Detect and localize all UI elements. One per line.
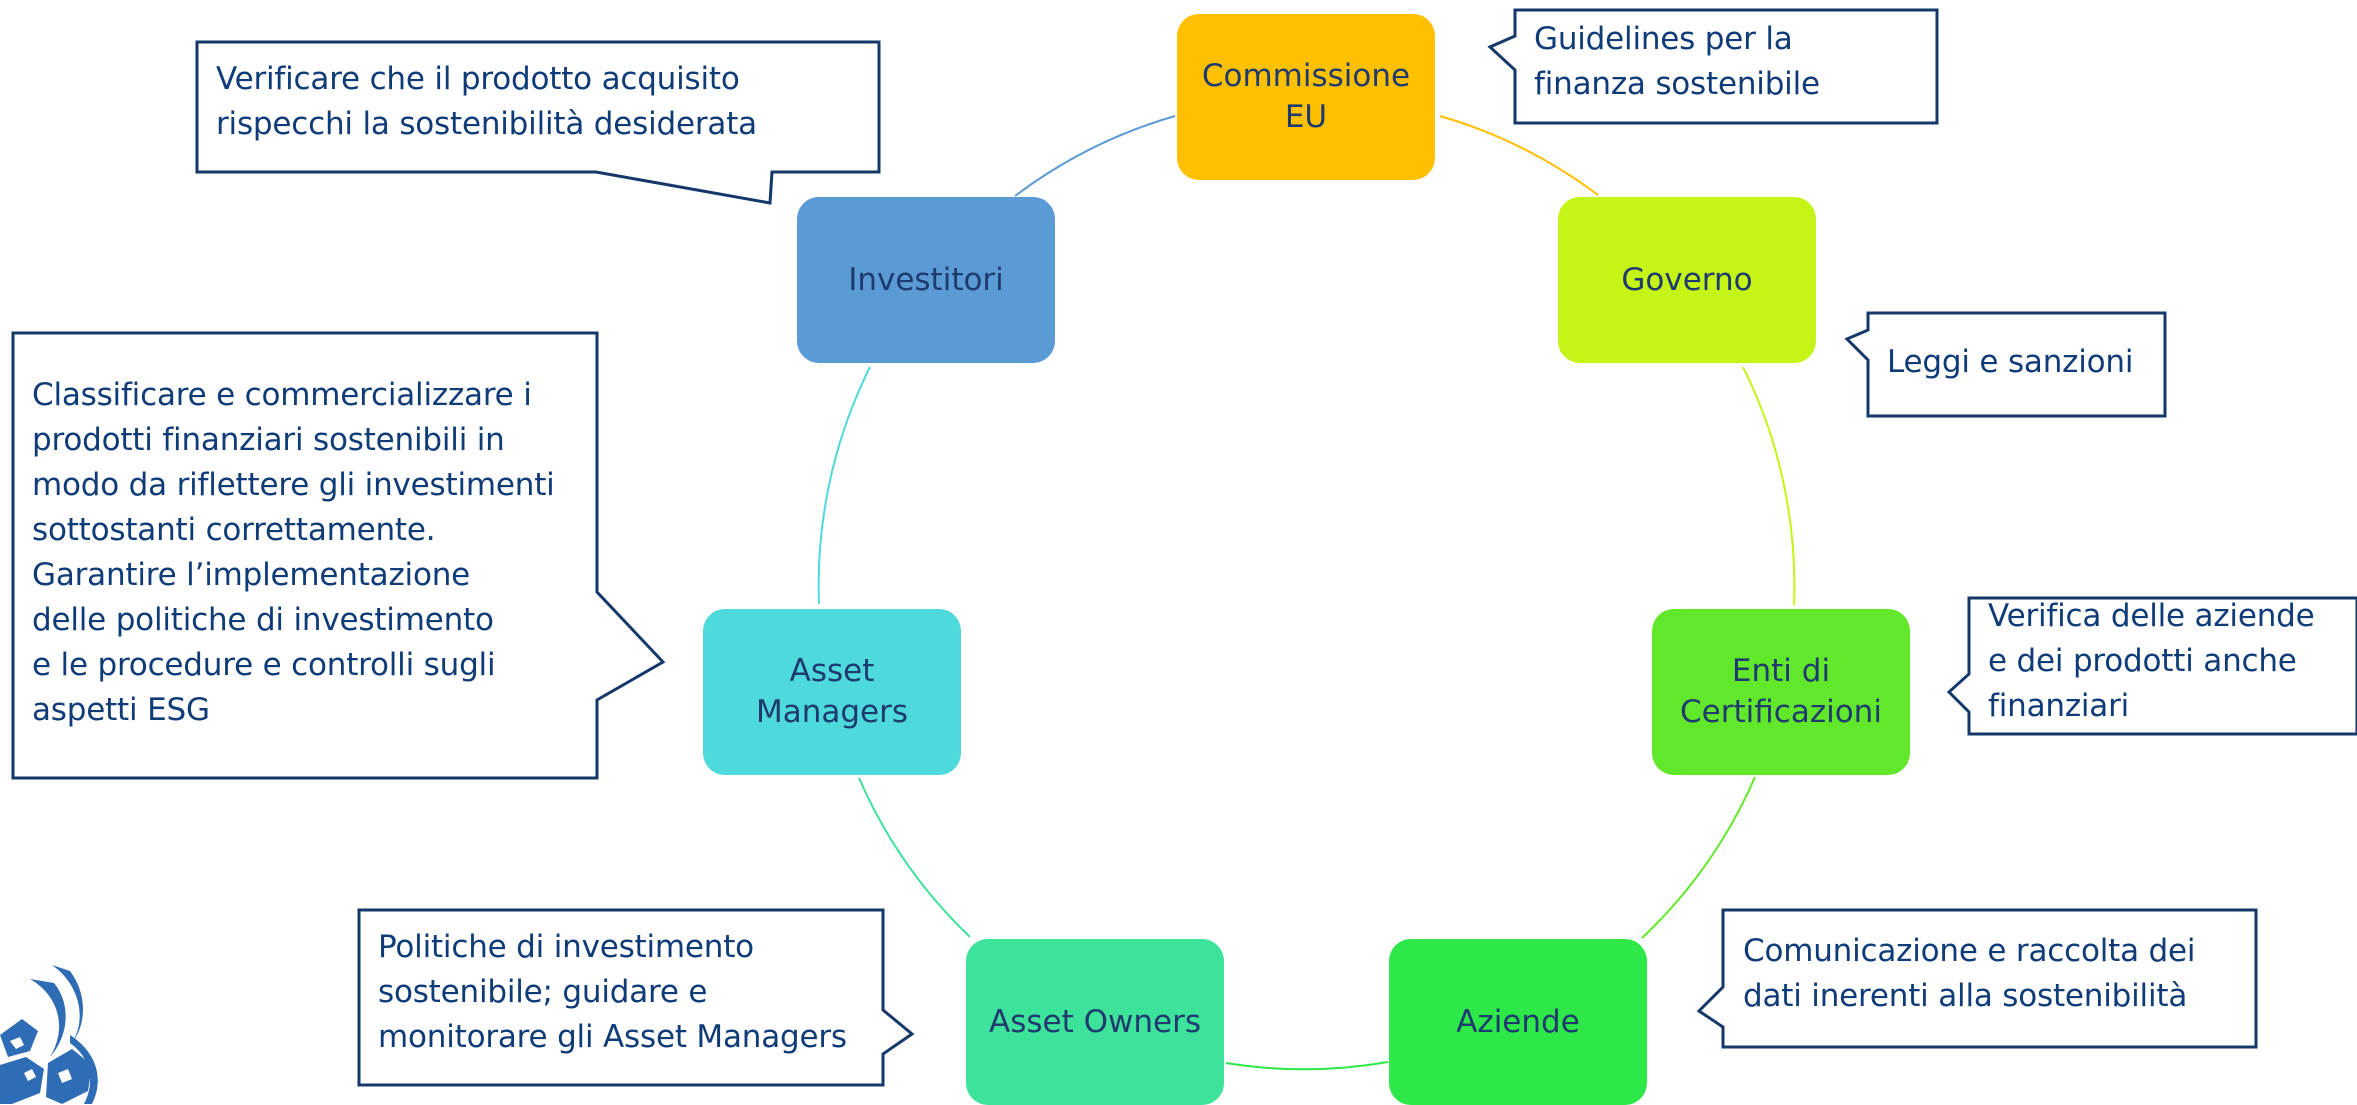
callout-shape-investitori (195, 40, 881, 205)
node-investitori-label: Investitori (848, 261, 1004, 298)
callout-governo-text: Leggi e sanzioni (1887, 344, 2134, 380)
callout-shape-asset-owners (357, 908, 915, 1087)
connector-governo-enti (1742, 366, 1796, 606)
globe-logo-icon (0, 965, 98, 1104)
node-governo[interactable]: Governo (1558, 197, 1816, 363)
callout-shape-commissione (1487, 8, 1939, 125)
node-investitori[interactable]: Investitori (797, 197, 1055, 363)
callout-shape-asset-managers (11, 331, 666, 780)
node-aziende[interactable]: Aziende (1389, 939, 1647, 1105)
callout-shape-aziende (1696, 908, 2258, 1049)
callout-shape-governo (1844, 311, 2167, 418)
connector-enti-aziende (1641, 776, 1756, 939)
node-commissione-eu-label: Commissione EU (1201, 58, 1411, 135)
connector-commissione-governo (1439, 115, 1599, 196)
node-enti-label: Enti di Certificazioni (1680, 653, 1882, 730)
callout-enti-text: Verifica delle aziende e dei prodotti an… (1988, 598, 2315, 724)
connector-managers-investitori (817, 366, 871, 605)
callout-aziende-text: Comunicazione e raccolta dei dati ineren… (1743, 933, 2196, 1014)
node-aziende-label: Aziende (1456, 1003, 1580, 1040)
callout-commissione-text: Guidelines per la finanza sostenibile (1534, 21, 1820, 102)
node-asset-owners-label: Asset Owners (989, 1003, 1201, 1040)
connector-owners-managers (858, 777, 971, 938)
callout-investitori-text: Verificare che il prodotto acquisito ris… (216, 61, 757, 142)
node-governo-label: Governo (1621, 261, 1753, 298)
connector-aziende-owners (1225, 1061, 1389, 1071)
node-enti-di-certificazioni[interactable]: Enti di Certificazioni (1652, 609, 1910, 775)
callout-shape-enti (1946, 596, 2357, 736)
callout-asset-managers-text: Classificare e commercializzare i prodot… (32, 377, 555, 728)
connector-investitori-commissione (1014, 115, 1176, 197)
node-asset-managers-label: Asset Managers (755, 653, 909, 730)
callout-asset-owners-text: Politiche di investimento sostenibile; g… (378, 929, 847, 1055)
node-commissione-eu[interactable]: Commissione EU (1177, 14, 1435, 180)
node-asset-owners[interactable]: Asset Owners (966, 939, 1224, 1105)
node-asset-managers[interactable]: Asset Managers (703, 609, 961, 775)
